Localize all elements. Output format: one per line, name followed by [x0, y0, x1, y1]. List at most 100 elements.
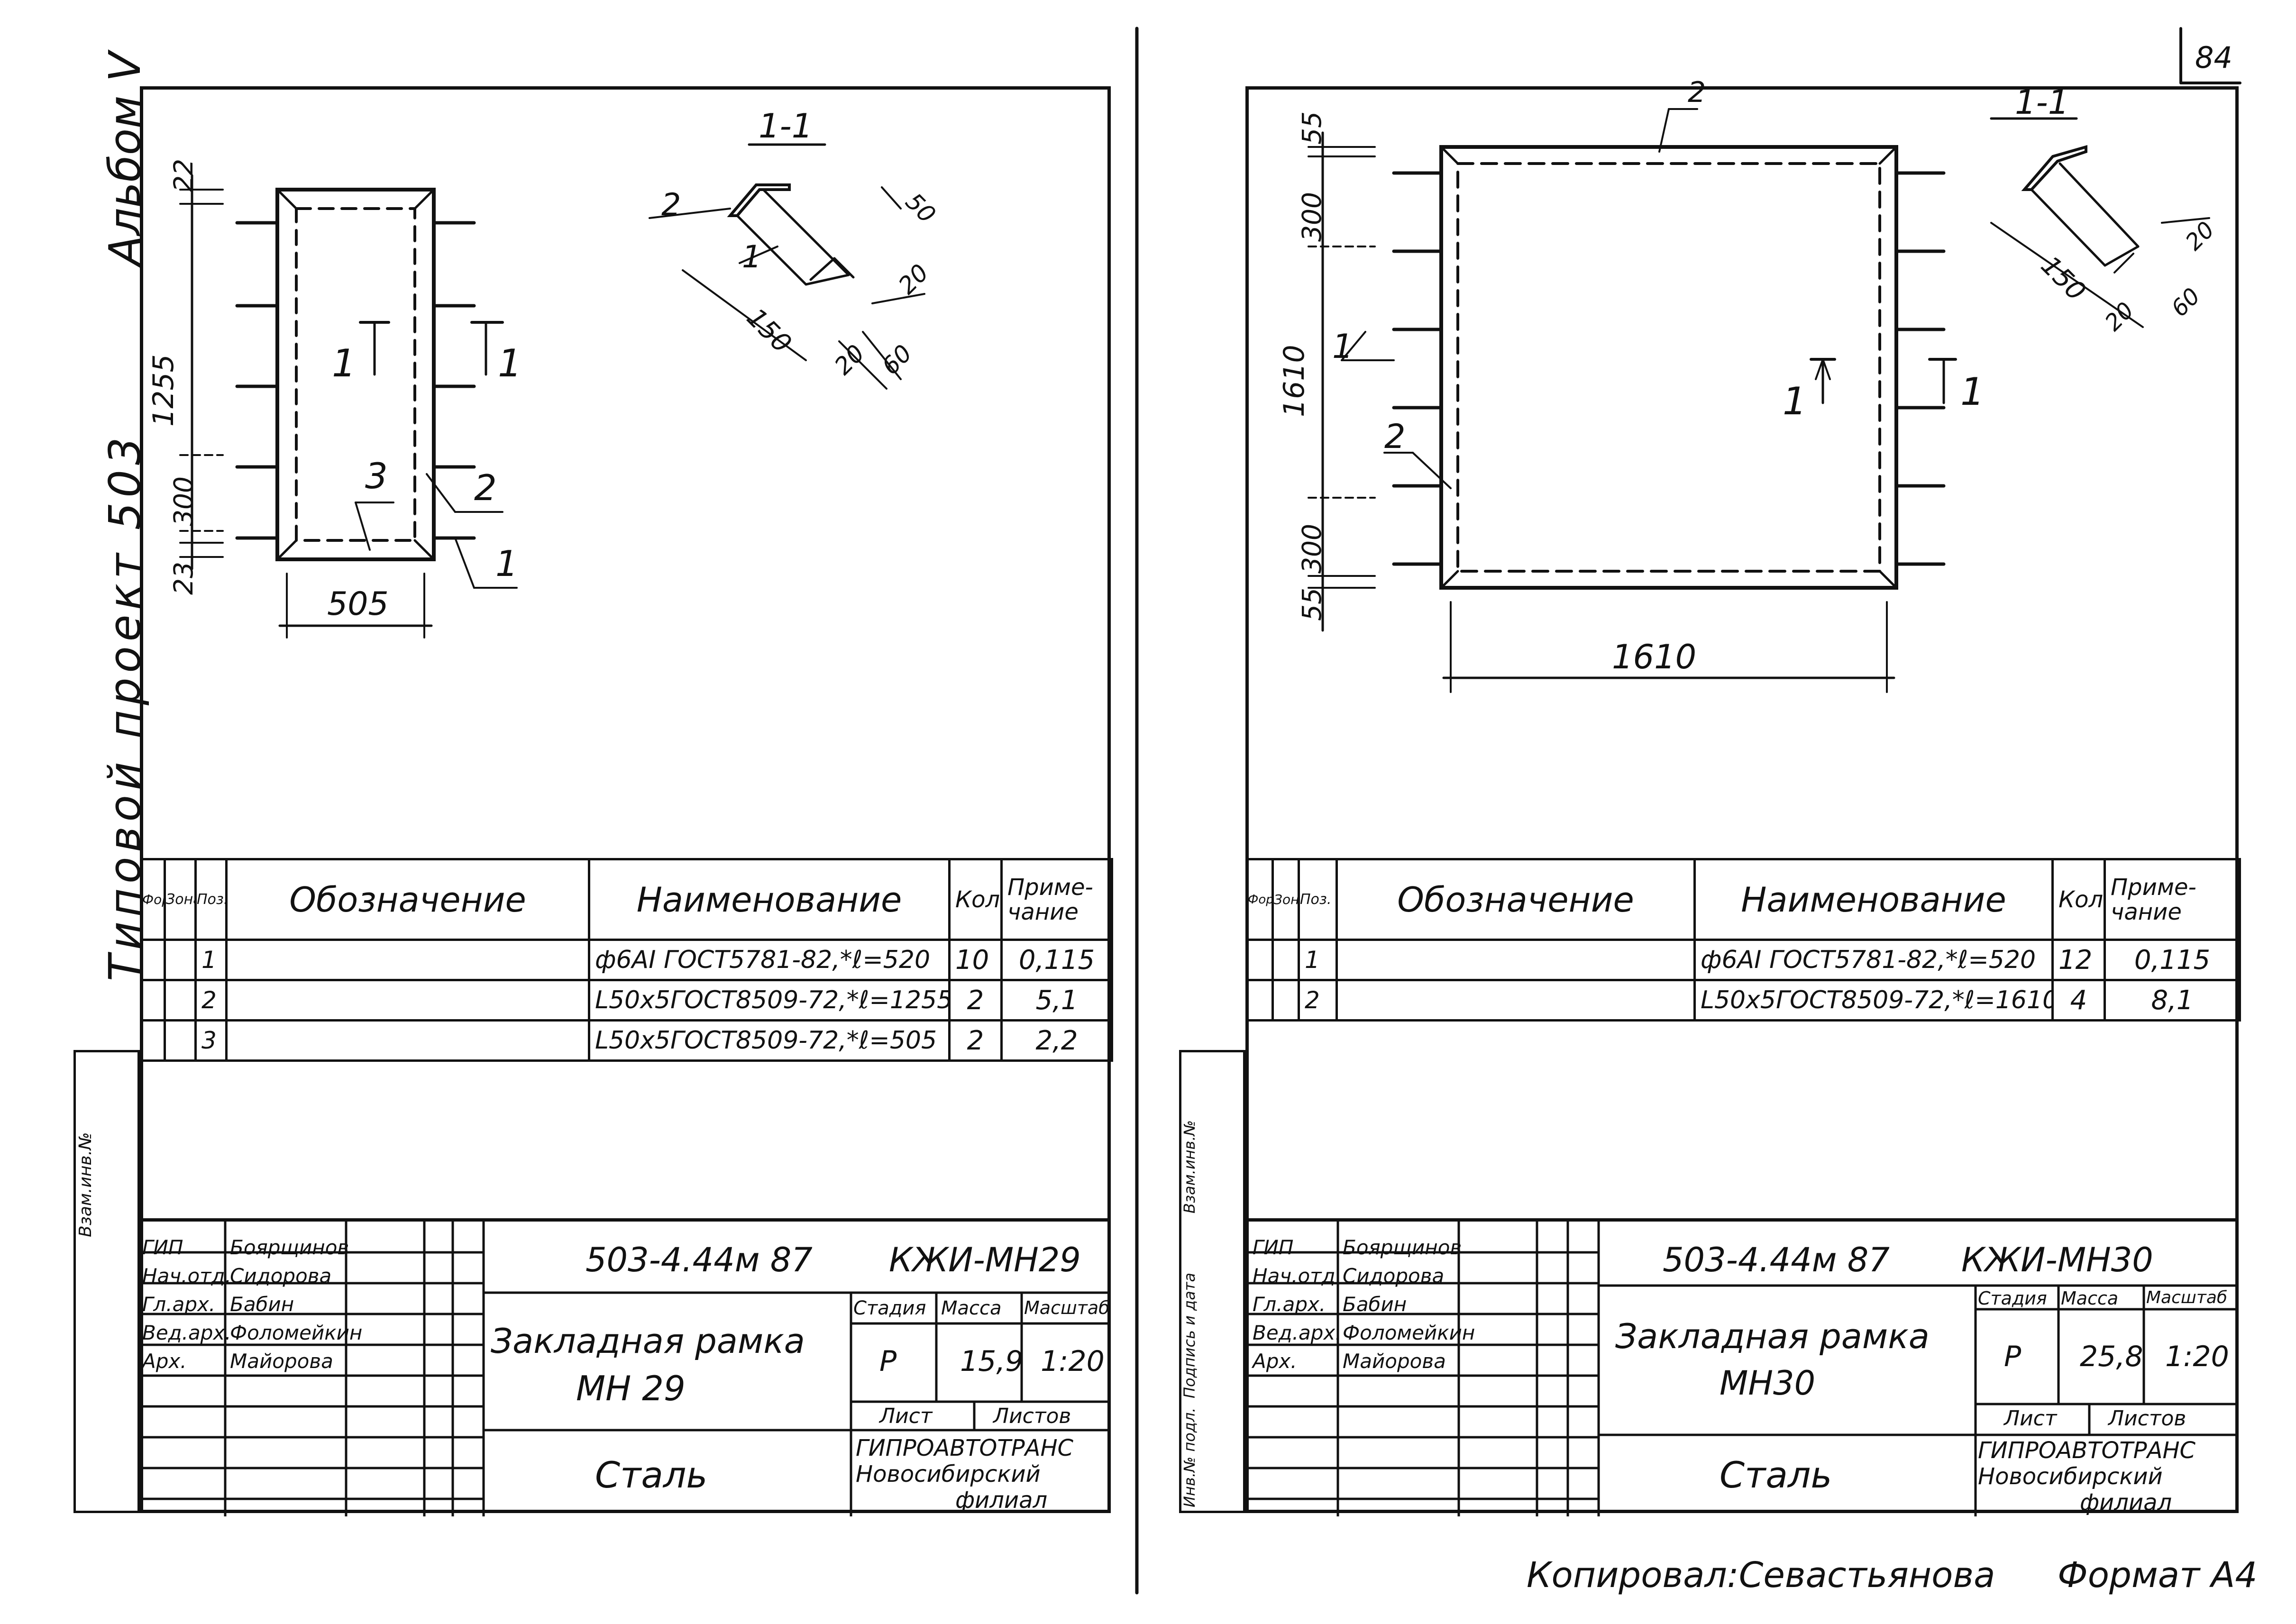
left-spec-header-designation: Обозначение: [225, 858, 590, 941]
left-row3-pos: 3: [194, 1019, 228, 1062]
left-spec-header-pos: Поз.: [194, 858, 228, 941]
right-spec-header-note-1: Приме-: [2111, 874, 2196, 901]
left-spec-table: Формат Зона Поз. Обозначение Наименовани…: [140, 858, 1113, 1062]
table-row: 3 L50x5ГОСТ8509-72,*ℓ=505 2 2,2: [140, 1019, 1113, 1062]
right-sheets-header: Листов: [2108, 1406, 2186, 1431]
left-row2-qty: 2: [948, 979, 1003, 1022]
right-dim-width: 1610: [1612, 638, 1697, 676]
right-name-5: Майорова: [1343, 1350, 1446, 1373]
right-role-4: Вед.арх.: [1253, 1321, 1342, 1344]
right-pos-2-top: 2: [1688, 76, 1706, 109]
right-side-stamp: [1179, 1050, 1245, 1513]
left-sheet-code: КЖИ-МН29: [889, 1241, 1081, 1279]
right-role-2: Нач.отд.: [1253, 1264, 1342, 1287]
left-title-block: ГИП Нач.отд. Гл.арх. Вед.арх. Арх. Боярщ…: [140, 1218, 1111, 1516]
right-scale-header: Масштаб: [2146, 1288, 2228, 1307]
left-row3-qty: 2: [948, 1019, 1003, 1062]
footer-copied-by: Копировал:Севастьянова: [1527, 1555, 1995, 1596]
left-dim-width: 505: [327, 585, 389, 623]
right-name-4: Фоломейкин: [1343, 1321, 1475, 1344]
right-dim-spacing-1: 300: [1297, 192, 1327, 242]
right-section-label: 1-1: [2015, 83, 2069, 122]
right-row1-note: 0,115: [2104, 939, 2241, 981]
left-role-3: Гл.арх.: [142, 1293, 216, 1316]
left-doc-code: 503-4.44м 87: [585, 1241, 813, 1279]
right-pos-1: 1: [1332, 327, 1354, 366]
right-sheet-frame: [1245, 86, 2239, 1513]
left-pos-3: 3: [365, 455, 388, 497]
right-title-block: ГИП Нач.отд. Гл.арх. Вед.арх. Арх. Боярщ…: [1245, 1218, 2239, 1516]
right-row2-qty: 4: [2051, 979, 2106, 1022]
table-row: 2 L50x5ГОСТ8509-72,*ℓ=1255 2 5,1: [140, 979, 1113, 1022]
left-title-block-grid: [140, 1222, 1111, 1516]
table-row: 1 ф6АI ГОСТ5781-82,*ℓ=520 12 0,115: [1245, 939, 2241, 981]
left-row2-note: 5,1: [1000, 979, 1113, 1022]
right-spec-header-designation: Обозначение: [1336, 858, 1696, 941]
left-spec-header-format: Формат: [140, 858, 166, 941]
left-sheets-header: Листов: [993, 1404, 1071, 1428]
left-pos-1: 1: [495, 543, 518, 584]
right-spec-header-note: Приме-чание: [2104, 858, 2241, 941]
right-row1-qty: 12: [2051, 939, 2106, 981]
right-row2-pos: 2: [1298, 979, 1338, 1022]
left-cut-mark-1: 1: [332, 341, 356, 385]
footer-format: Формат А4: [2058, 1555, 2258, 1596]
left-row2-name: L50x5ГОСТ8509-72,*ℓ=1255: [588, 979, 951, 1022]
right-title-block-grid: [1245, 1222, 2239, 1516]
left-spec-header-zone: Зона: [164, 858, 197, 941]
left-dim-top: 22: [168, 159, 199, 192]
left-dim-height: 1255: [147, 354, 180, 427]
right-mass: 25,8: [2080, 1340, 2143, 1373]
left-spec-header-note: Приме-чание: [1000, 858, 1113, 941]
left-row3-name: L50x5ГОСТ8509-72,*ℓ=505: [588, 1019, 951, 1062]
left-spec-header-name: Наименование: [588, 858, 951, 941]
left-dim-spacing: 300: [168, 476, 199, 526]
left-row2-pos: 2: [194, 979, 228, 1022]
left-section-pos-2: 2: [661, 187, 681, 223]
left-item-title: Закладная рамка: [491, 1321, 805, 1361]
left-section-label: 1-1: [759, 107, 813, 146]
right-spec-header-pos: Поз.: [1298, 858, 1338, 941]
right-name-3: Бабин: [1343, 1293, 1407, 1316]
left-name-1: Боярщинов: [230, 1236, 349, 1259]
left-material: Сталь: [595, 1454, 708, 1496]
left-stage-header: Стадия: [853, 1297, 926, 1319]
right-item-mark: МН30: [1720, 1364, 1816, 1403]
left-item-mark: МН 29: [576, 1369, 686, 1408]
left-row1-note: 0,115: [1000, 939, 1113, 981]
right-row2-name: L50x5ГОСТ8509-72,*ℓ=1610: [1693, 979, 2054, 1022]
right-row1-name: ф6АI ГОСТ5781-82,*ℓ=520: [1693, 939, 2054, 981]
right-side-stamp-sign: Подпись и дата: [1180, 1272, 1198, 1398]
right-side-stamp-replace: Взам.инв.№: [1180, 1120, 1198, 1213]
left-dim-bottom: 23: [168, 562, 199, 595]
left-role-5: Арх.: [142, 1350, 187, 1373]
right-cut-mark-1: 1: [1783, 379, 1807, 423]
right-row2-note: 8,1: [2104, 979, 2241, 1022]
right-spec-header-format: Формат: [1245, 858, 1274, 941]
left-scale: 1:20: [1041, 1345, 1105, 1378]
right-role-5: Арх.: [1253, 1350, 1297, 1373]
left-role-1: ГИП: [142, 1236, 183, 1259]
right-cut-mark-2: 1: [1960, 370, 1985, 414]
left-scale-header: Масштаб: [1024, 1297, 1110, 1318]
left-sheet-frame: [140, 86, 1111, 1513]
left-spec-header-note-2: чание: [1007, 898, 1079, 925]
right-mass-header: Масса: [2061, 1288, 2119, 1309]
left-cut-mark-2: 1: [498, 341, 522, 385]
right-org-3: филиал: [2080, 1489, 2172, 1516]
left-stage: Р: [879, 1345, 897, 1378]
table-row: 2 L50x5ГОСТ8509-72,*ℓ=1610 4 8,1: [1245, 979, 2241, 1022]
right-doc-code: 503-4.44м 87: [1663, 1241, 1890, 1279]
right-pos-2: 2: [1384, 417, 1406, 456]
right-spec-header-zone: Зона: [1271, 858, 1300, 941]
left-name-4: Фоломейкин: [230, 1321, 363, 1344]
right-org-1: ГИПРОАВТОТРАНС: [1978, 1437, 2196, 1464]
right-sheet-code: КЖИ-МН30: [1961, 1241, 2153, 1279]
left-section-pos-1: 1: [742, 239, 762, 275]
left-spec-header-qty: Кол.: [948, 858, 1003, 941]
left-org-2: Новосибирский: [856, 1461, 1041, 1487]
left-name-5: Майорова: [230, 1350, 333, 1373]
left-spec-header-note-1: Приме-: [1007, 874, 1093, 901]
right-dim-bottom: 55: [1297, 588, 1327, 621]
